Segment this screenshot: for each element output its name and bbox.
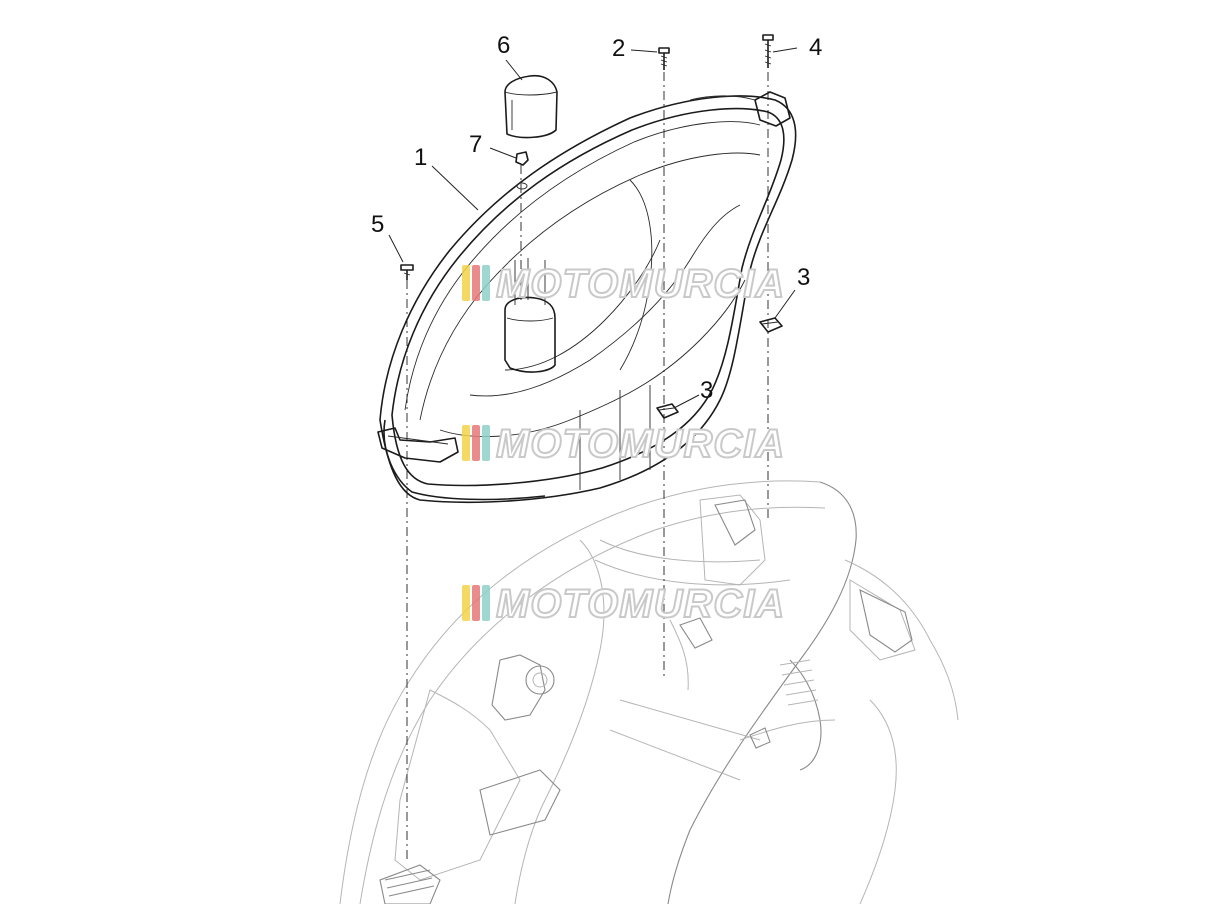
clip-part (515, 151, 529, 166)
callout-7: 7 (469, 131, 482, 158)
watermark-2: MOTOMURCIA (462, 421, 785, 467)
striped-flag-logo (462, 585, 490, 621)
scooter-frame-background (339, 480, 959, 904)
screw-part-4 (762, 34, 774, 68)
striped-flag-logo (462, 425, 490, 461)
callout-6: 6 (497, 32, 510, 59)
striped-flag-logo (462, 265, 490, 301)
watermark-text: MOTOMURCIA (496, 582, 785, 626)
grille (384, 869, 435, 897)
screw-part-2 (658, 47, 670, 70)
callout-5: 5 (371, 211, 384, 238)
screw-part-5 (400, 264, 414, 280)
watermark-1: MOTOMURCIA (462, 261, 785, 307)
watermark-text: MOTOMURCIA (496, 262, 785, 306)
callout-2: 2 (612, 35, 625, 62)
callout-3-upper: 3 (797, 264, 810, 291)
callout-1: 1 (414, 144, 427, 171)
watermark-text: MOTOMURCIA (496, 422, 785, 466)
callout-3-lower: 3 (700, 377, 713, 404)
clip-nut-lower (656, 403, 679, 419)
shock-absorber (679, 617, 822, 771)
clip-nut-upper (759, 317, 783, 333)
cover-cap (504, 74, 558, 139)
leader-lines (388, 47, 798, 409)
helmet-compartment (377, 91, 797, 504)
callout-labels: 1 2 3 3 4 5 6 7 (371, 32, 822, 404)
watermark-3: MOTOMURCIA (462, 581, 785, 627)
callout-4: 4 (809, 34, 822, 61)
alignment-lines (406, 72, 769, 860)
